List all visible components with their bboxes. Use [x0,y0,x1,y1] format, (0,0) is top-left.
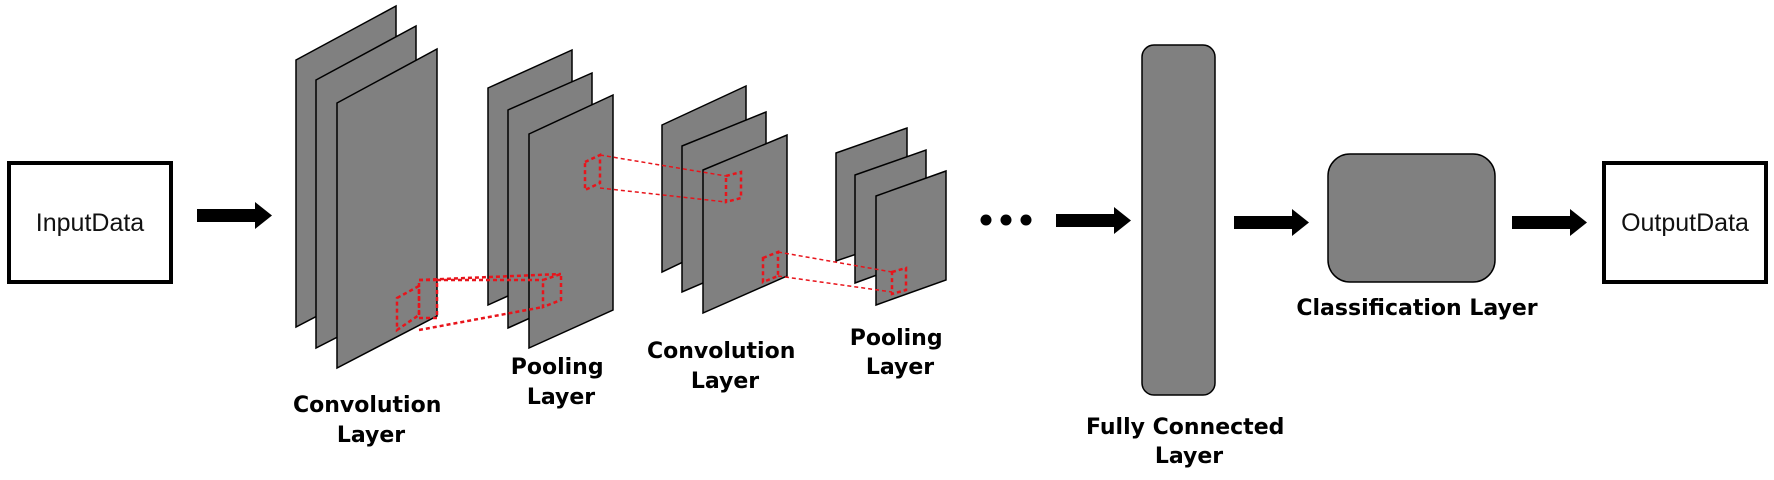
conv1-map-front [336,47,438,370]
pool1-feature-maps [487,48,614,350]
ellipsis-dots [980,214,1032,226]
arrow-input-to-conv1 [197,202,272,229]
conv2-feature-maps [661,84,788,315]
receptive-field-conv1 [395,283,421,333]
conv1-feature-maps [295,4,438,370]
input-data-label: InputData [36,209,145,237]
receptive-field-pool1-a [541,272,563,309]
input-data-box: InputData [7,161,173,284]
pool1-map-front [528,93,614,350]
receptive-field-markers [395,153,908,333]
classification-layer [1327,153,1496,283]
fully-connected-layer [1141,44,1216,396]
receptive-field-pool1-b [583,153,602,192]
arrow-to-classification [1234,209,1309,236]
arrow-to-fully-connected [1056,207,1131,234]
receptive-field-conv2-a [724,170,743,204]
conv2-label: Convolution Layer [647,339,803,394]
conv1-label: Convolution Layer [293,393,449,448]
pool2-label: Pooling Layer [850,326,951,380]
pool1-label: Pooling Layer [511,355,612,410]
receptive-field-pool2 [890,266,908,296]
output-data-label: OutputData [1621,209,1749,237]
classification-label: Classification Layer [1296,296,1537,321]
fully-connected-label: Fully Connected Layer [1086,415,1292,469]
arrow-to-output [1512,209,1587,236]
receptive-field-conv2-b [761,250,780,284]
conv2-map-front [702,133,788,315]
output-data-box: OutputData [1602,161,1768,284]
